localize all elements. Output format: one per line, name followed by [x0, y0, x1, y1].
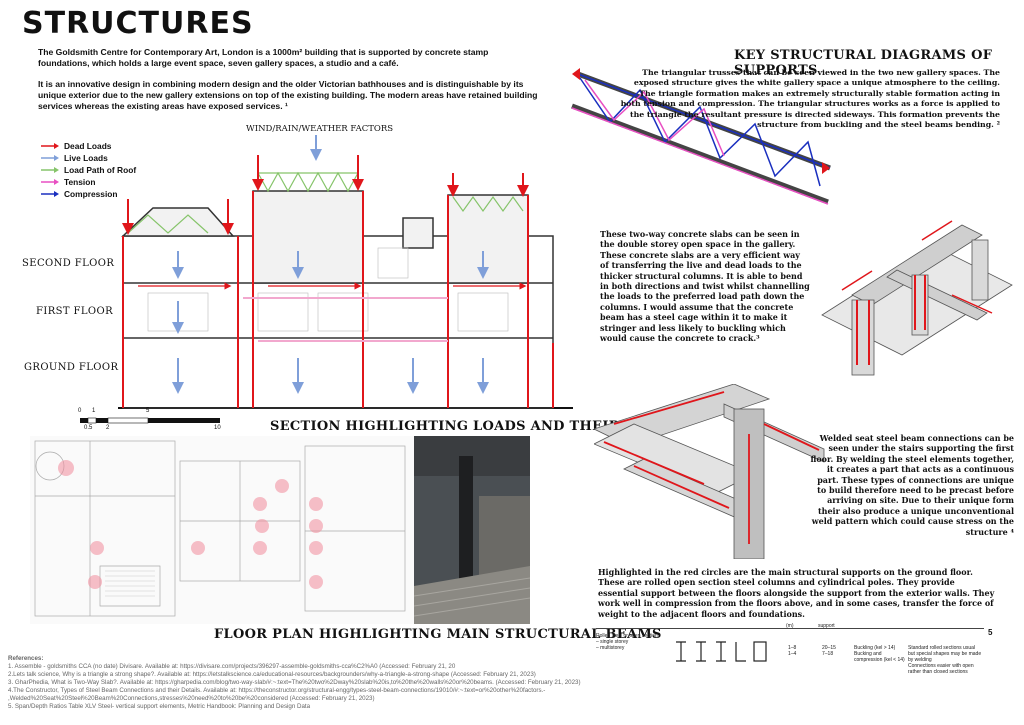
legend-item-compression: Compression: [40, 188, 136, 200]
legend-item-live-loads: Live Loads: [40, 152, 136, 164]
scale-tick-0: 0: [78, 408, 82, 414]
table-text: rather than closed sections: [908, 669, 968, 675]
truss-diagram: [571, 68, 831, 205]
intro-paragraph-2: It is an innovative design in combining …: [38, 79, 538, 111]
ground-supports-description: Highlighted in the red circles are the m…: [598, 567, 995, 619]
weather-label: WIND/RAIN/WEATHER FACTORS: [246, 124, 394, 134]
table-text: Buckling (kel > 14): [854, 645, 896, 651]
table-cell-failure: Buckling (kel > 14) Bucking and compress…: [854, 645, 905, 663]
scale-tick-5: 5: [146, 408, 150, 414]
legend-label: Compression: [64, 189, 118, 199]
scale-tick-1: 1: [92, 408, 96, 414]
scale-tick-10: 10: [214, 425, 221, 431]
floor-plan-drawing: [30, 436, 414, 624]
slab-description: These two-way concrete slabs can be seen…: [600, 229, 810, 344]
scale-tick-2: 2: [106, 425, 110, 431]
table-text: 1–8: [788, 645, 797, 651]
ground-floor-label: GROUND FLOOR: [24, 362, 119, 373]
table-header-support: support: [818, 623, 835, 629]
table-text: Bucking and: [854, 651, 882, 657]
table-text: Rolled steel or open section: [596, 633, 658, 639]
scale-tick-05: 0.5: [84, 425, 93, 431]
table-text: 7–18: [822, 651, 834, 657]
reference-item: 4.The Constructor, Types of Steel Beam C…: [8, 687, 546, 694]
legend-item-tension: Tension: [40, 176, 136, 188]
scale-bar: [80, 417, 220, 424]
table-text: but special shapes may be made: [908, 651, 982, 657]
two-way-slab-diagram: [821, 220, 1013, 376]
table-text: by welding: [908, 657, 932, 663]
pink-arrow-icon: [41, 179, 59, 185]
table-text: – multistorey: [596, 645, 625, 651]
page-title: STRUCTURES: [22, 6, 254, 41]
legend: Dead Loads Live Loads Load Path of Roof …: [40, 140, 136, 200]
references: References: 1. Assemble - goldsmiths CCA…: [8, 655, 1008, 711]
reference-heading: References:: [8, 655, 44, 662]
table-text: Connections easier with open: [908, 663, 974, 669]
page-number: 5: [988, 628, 993, 637]
table-text: Standard rolled sections usual: [908, 645, 975, 651]
legend-label: Load Path of Roof: [64, 165, 137, 175]
navy-arrow-icon: [41, 191, 59, 197]
column-photo: [414, 436, 530, 624]
reference-item: ,Welded%20Seat%20Steel%20Beam%20Connecti…: [8, 695, 375, 702]
table-cell-ratio: 20–15 7–18: [822, 645, 836, 657]
steel-section-icons: [676, 641, 767, 662]
legend-label: Live Loads: [64, 153, 108, 163]
intro-paragraph-1: The Goldsmith Centre for Contemporary Ar…: [38, 47, 489, 68]
table-text: 20–15: [822, 645, 836, 651]
table-text: 1–4: [788, 651, 797, 657]
reference-item: 1. Assemble - goldsmiths CCA (no date) D…: [8, 663, 456, 670]
reference-item: 2.Lets talk science, Why is a triangle a…: [8, 671, 536, 678]
first-floor-label: FIRST FLOOR: [36, 306, 114, 317]
red-arrow-icon: [41, 143, 59, 149]
legend-label: Tension: [64, 177, 96, 187]
weld-description: Welded seat steel beam connections can b…: [810, 433, 1014, 537]
table-cell-height: 1–8 1–4: [788, 645, 796, 657]
table-header-height: (m): [786, 623, 794, 629]
second-floor-label: SECOND FLOOR: [22, 258, 115, 269]
legend-item-dead-loads: Dead Loads: [40, 140, 136, 152]
legend-item-roof-load-path: Load Path of Roof: [40, 164, 136, 176]
key-diagrams-heading: KEY STRUCTURAL DIAGRAMS OF SUPPORTS: [734, 48, 993, 78]
table-cell-section-type: Rolled steel or open section – single st…: [596, 633, 658, 651]
legend-label: Dead Loads: [64, 141, 112, 151]
section-heading: SECTION HIGHLIGHTING LOADS AND THEIR PAT…: [270, 419, 676, 434]
table-text: – single storey: [596, 639, 629, 645]
table-text: compression (kel < 14): [854, 657, 905, 663]
reference-item: 5. Span/Depth Ratios Table XLV Steel- ve…: [8, 703, 311, 710]
welded-beam-diagram: [594, 384, 825, 559]
truss-description: The triangular trusses that can be seen …: [620, 68, 1000, 130]
span-depth-table: Rolled steel or open section – single st…: [596, 623, 984, 675]
reference-item: 3. GharPhedia, What is Two-Way Slab?. Av…: [8, 679, 581, 686]
floor-plan-heading: FLOOR PLAN HIGHLIGHTING MAIN STRUCTURAL …: [214, 627, 662, 642]
table-cell-notes: Standard rolled sections usual but speci…: [908, 645, 981, 675]
building-section-drawing: [118, 135, 573, 409]
intro-text: The Goldsmith Centre for Contemporary Ar…: [38, 47, 538, 122]
green-arrow-icon: [41, 167, 59, 173]
blue-arrow-icon: [41, 155, 59, 161]
